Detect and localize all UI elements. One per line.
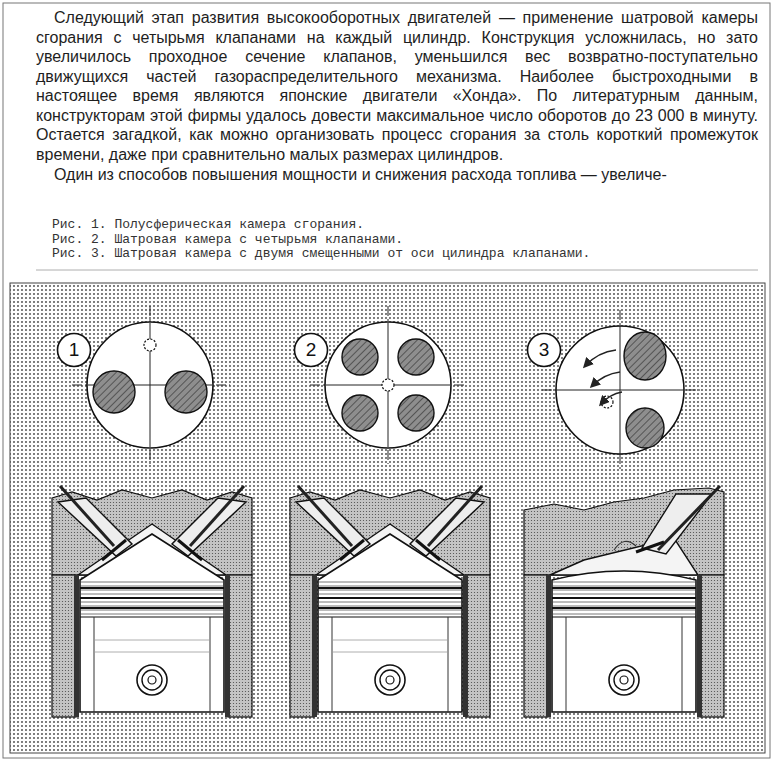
figure-caption: Рис. 3. Шатровая камера с двумя смещенны…: [52, 247, 590, 262]
figure-caption: Рис. 1. Полусферическая камера сгорания.: [52, 218, 364, 233]
body-paragraph: Один из способов повышения мощности и сн…: [36, 165, 758, 185]
callout-number: 3: [526, 332, 562, 361]
figure-number-circle: 3: [526, 332, 562, 368]
callout-number: 2: [293, 332, 329, 361]
figure-number-circle: 2: [293, 332, 329, 368]
callout-number: 1: [56, 332, 92, 361]
figure-caption: Рис. 2. Шатровая камера с четырьмя клапа…: [52, 233, 403, 248]
figure-number-circle: 1: [56, 332, 92, 368]
body-paragraph: Следующий этап развития высокооборотных …: [36, 8, 758, 164]
